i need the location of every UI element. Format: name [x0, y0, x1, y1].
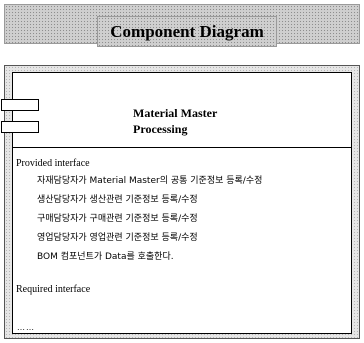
title-banner: Component Diagram: [4, 4, 360, 47]
provided-item: 생산담당자가 생산관련 기준정보 등록/수정: [37, 195, 198, 205]
provided-item: 영업담당자가 영업관련 기준정보 등록/수정: [37, 233, 198, 243]
component-port-top: [1, 99, 39, 111]
component-box: Material Master Processing Provided inte…: [1, 72, 352, 334]
component-name-line1: Material Master: [133, 106, 218, 120]
provided-item: BOM 컴포넌트가 Data를 호출한다.: [37, 252, 174, 262]
component-name-line2: Processing: [133, 122, 188, 136]
provided-item: 구매담당자가 구매관련 기준정보 등록/수정: [37, 214, 198, 224]
trailing-dots: ……: [17, 323, 35, 332]
component-divider: [13, 147, 351, 148]
required-interface-label: Required interface: [16, 284, 91, 295]
diagram-frame: Material Master Processing Provided inte…: [1, 65, 360, 339]
component-port-bottom: [1, 121, 39, 133]
component-name: Material Master Processing: [133, 105, 217, 137]
provided-interface-label: Provided interface: [16, 158, 90, 169]
provided-item: 자재담당자가 Material Master의 공통 기준정보 등록/수정: [37, 176, 263, 186]
provided-interface-list: 자재담당자가 Material Master의 공통 기준정보 등록/수정 생산…: [37, 172, 262, 267]
diagram-title: Component Diagram: [97, 16, 277, 47]
